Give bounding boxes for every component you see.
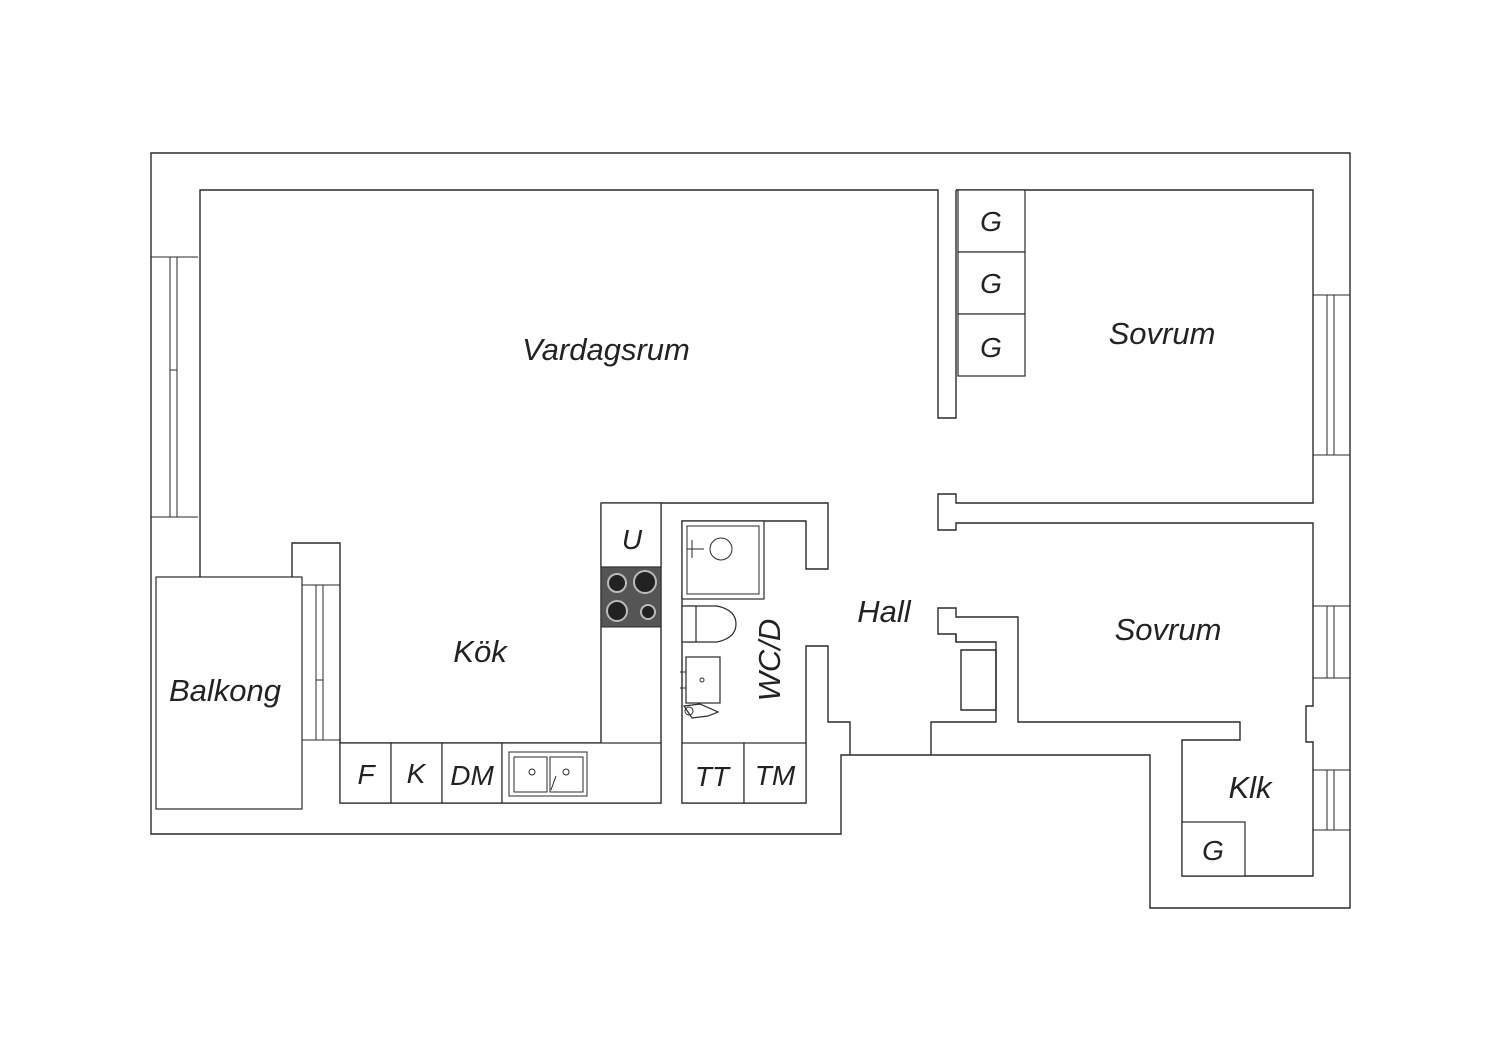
- bathroom-label: WC/D: [752, 619, 787, 702]
- outer-wall: [150, 152, 1351, 909]
- hall-wall-inner: [960, 649, 997, 711]
- washer: [743, 742, 807, 804]
- living-room-wall: [199, 189, 957, 577]
- toilet: [681, 605, 737, 643]
- dishwasher-label: DM: [450, 760, 494, 791]
- stove-burners: [606, 570, 657, 622]
- wardrobe-4-label: G: [1202, 835, 1224, 866]
- wardrobe-2-label: G: [980, 268, 1002, 299]
- balcony-wall: [291, 542, 341, 743]
- kitchen-label: Kök: [453, 634, 508, 669]
- bedroom-1-wall: [937, 189, 1314, 877]
- wardrobe-4: [1181, 821, 1246, 877]
- bedroom-2-label: Sovrum: [1115, 612, 1222, 647]
- hall-label: Hall: [857, 594, 912, 629]
- window-west: [151, 256, 198, 518]
- window-east-1: [1313, 294, 1350, 456]
- fridge-label: F: [357, 759, 376, 790]
- dryer-label: TT: [695, 761, 731, 792]
- fridge: [339, 742, 392, 804]
- hall-wall: [930, 634, 997, 755]
- living-room-label: Vardagsrum: [522, 332, 690, 367]
- balcony-area: [155, 576, 303, 810]
- oven-label: U: [622, 524, 643, 555]
- balcony-label: Balkong: [169, 673, 281, 708]
- bedroom-1-label: Sovrum: [1109, 316, 1216, 351]
- walk-in-closet-label: Klk: [1228, 770, 1273, 805]
- washer-label: TM: [755, 760, 796, 791]
- window-balcony: [302, 584, 340, 741]
- kitchen-sink: [501, 742, 662, 804]
- wardrobe-1-label: G: [980, 206, 1002, 237]
- dishwasher: [441, 742, 503, 804]
- wardrobe-3: [957, 313, 1026, 377]
- freezer: [390, 742, 443, 804]
- bidet-shower: [682, 703, 720, 719]
- window-east-3: [1313, 769, 1350, 831]
- oven: [600, 502, 662, 568]
- washbasin: [680, 656, 721, 704]
- dryer: [681, 742, 745, 804]
- freezer-label: K: [407, 758, 427, 789]
- window-east-2: [1313, 605, 1350, 679]
- wardrobe-3-label: G: [980, 332, 1002, 363]
- shower: [681, 520, 765, 600]
- wardrobe-2: [957, 251, 1026, 315]
